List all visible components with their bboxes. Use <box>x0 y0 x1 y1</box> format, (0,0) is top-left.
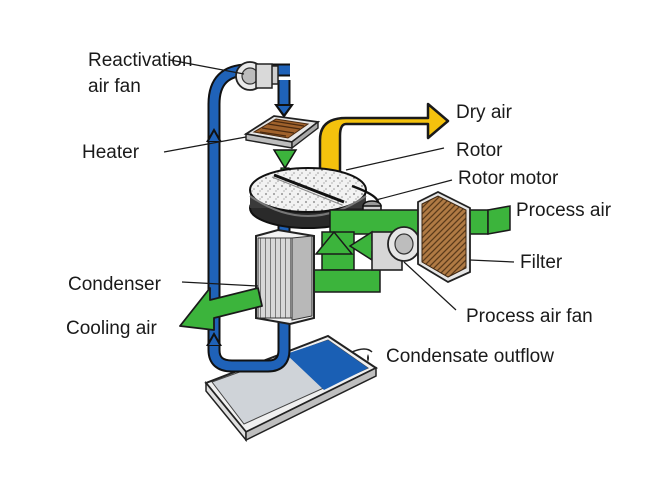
label-dry-air: Dry air <box>456 102 513 123</box>
label-rotor: Rotor <box>456 140 503 161</box>
label-process-air-fan: Process air fan <box>466 306 593 327</box>
label-reactivation-air-fan: air fan <box>88 76 141 97</box>
label-heater: Heater <box>82 142 140 163</box>
label-reactivation: Reactivation <box>88 50 193 71</box>
heater <box>243 115 321 150</box>
leader-lines <box>163 59 515 311</box>
label-rotor-motor: Rotor motor <box>458 168 559 189</box>
cooling-air-arrow <box>179 287 263 331</box>
label-condenser: Condenser <box>68 274 162 295</box>
condensate-water <box>286 340 368 390</box>
condenser <box>255 228 315 326</box>
dry-air-arrow <box>318 102 450 180</box>
condensate-tray <box>204 334 378 443</box>
label-filter: Filter <box>520 252 563 273</box>
filter <box>417 190 471 284</box>
condensate-drip <box>351 348 373 362</box>
label-cooling-air: Cooling air <box>66 318 157 339</box>
label-condensate-outflow: Condensate outflow <box>386 346 554 367</box>
reactivation-air-fan <box>235 61 279 91</box>
green-arrow-up-icon <box>314 230 354 255</box>
label-process-air: Process air <box>516 200 612 221</box>
